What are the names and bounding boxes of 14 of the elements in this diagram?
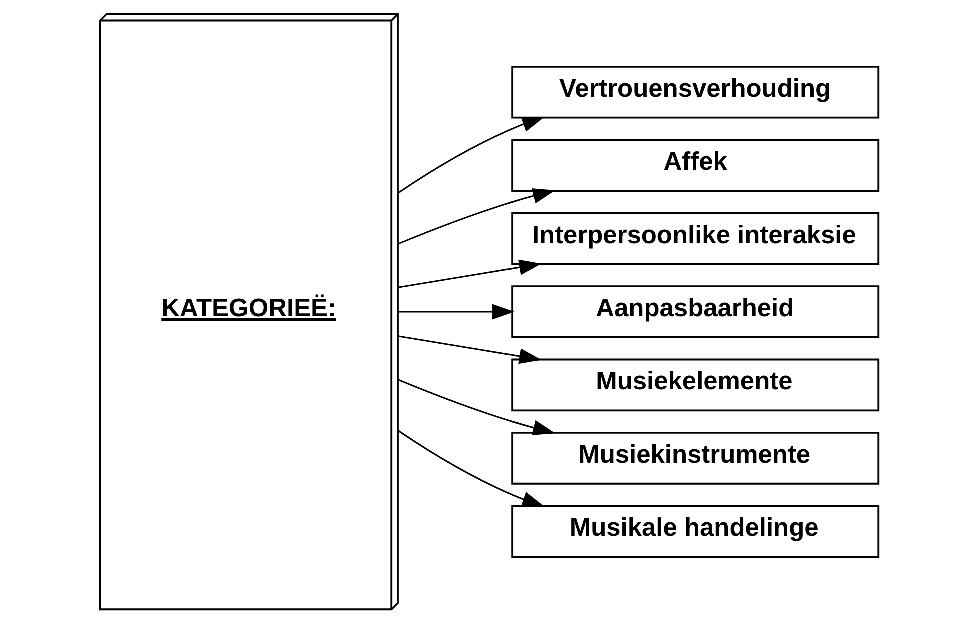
node-box: Aanpasbaarheid [512,286,880,338]
node-box: Musikale handelinge [512,505,880,558]
node-box: Affek [512,139,880,192]
node-box: Musiekelemente [512,358,880,412]
arrow [398,430,545,507]
arrow [398,379,556,436]
arrow [398,260,542,288]
node-box: Vertrouensverhouding [512,66,880,119]
arrow [398,117,545,194]
arrow [398,336,542,364]
node-box: Interpersoonlike interaksie [512,212,880,266]
arrow [398,304,515,320]
arrow [398,188,556,245]
node-box: Musiekinstrumente [512,432,880,485]
